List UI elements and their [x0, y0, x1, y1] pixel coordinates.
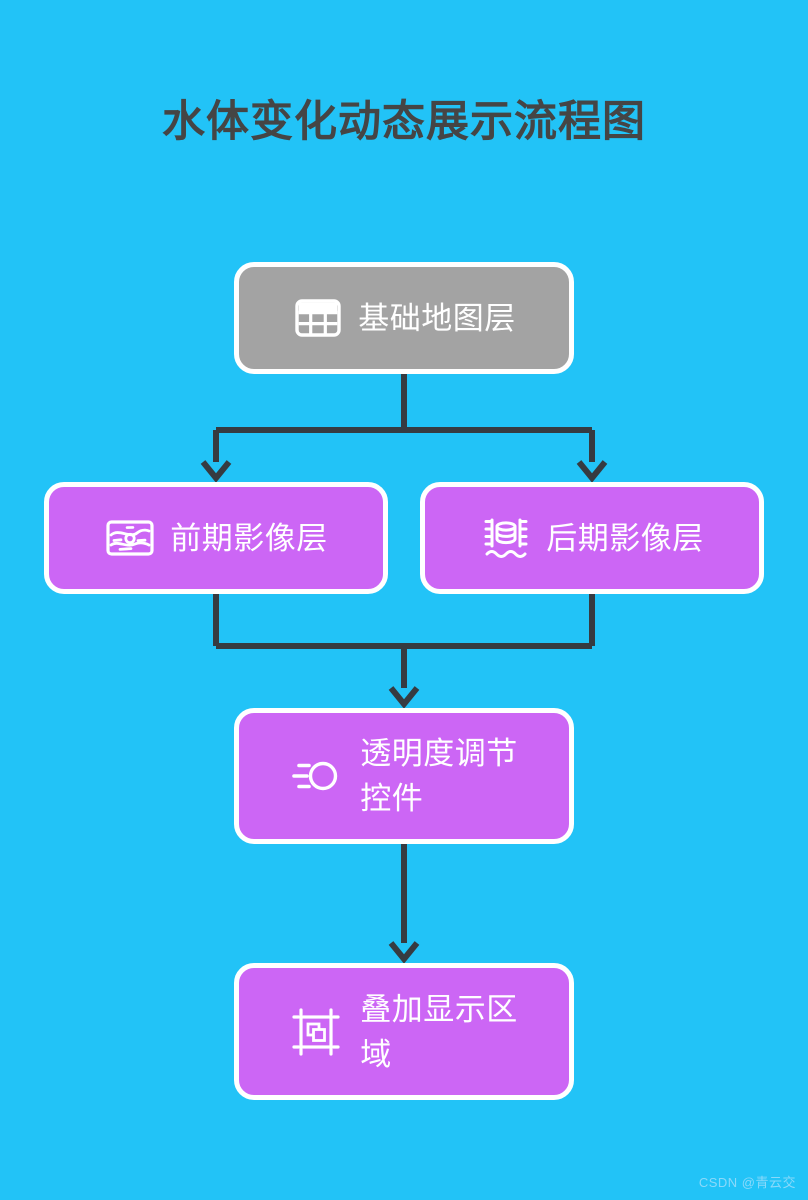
- node-label: 后期影像层: [546, 520, 704, 556]
- node-late-imagery-layer[interactable]: 后期影像层: [420, 482, 764, 594]
- overlay-frame-icon: [292, 1007, 340, 1056]
- watermark: CSDN @青云交: [698, 1175, 796, 1190]
- water-level-icon: [484, 518, 528, 558]
- page-title: 水体变化动态展示流程图: [162, 98, 646, 146]
- node-label: 透明度调节 控件: [360, 736, 518, 816]
- table-grid-icon: [295, 299, 341, 337]
- node-overlay-display-area[interactable]: 叠加显示区 域: [234, 963, 574, 1100]
- node-opacity-control[interactable]: 透明度调节 控件: [234, 708, 574, 844]
- node-label: 叠加显示区 域: [360, 991, 518, 1072]
- arrowhead-to-early: [200, 460, 232, 483]
- node-label: 前期影像层: [170, 520, 328, 556]
- node-label: 基础地图层: [358, 300, 516, 336]
- arrowhead-to-overlay: [388, 941, 420, 964]
- arrowhead-to-late: [576, 460, 608, 483]
- node-early-imagery-layer[interactable]: 前期影像层: [44, 482, 388, 594]
- brightness-circle-icon: [292, 761, 338, 791]
- satellite-image-icon: [106, 520, 154, 556]
- node-base-map-layer[interactable]: 基础地图层: [234, 262, 574, 374]
- arrowhead-to-opacity: [388, 686, 420, 709]
